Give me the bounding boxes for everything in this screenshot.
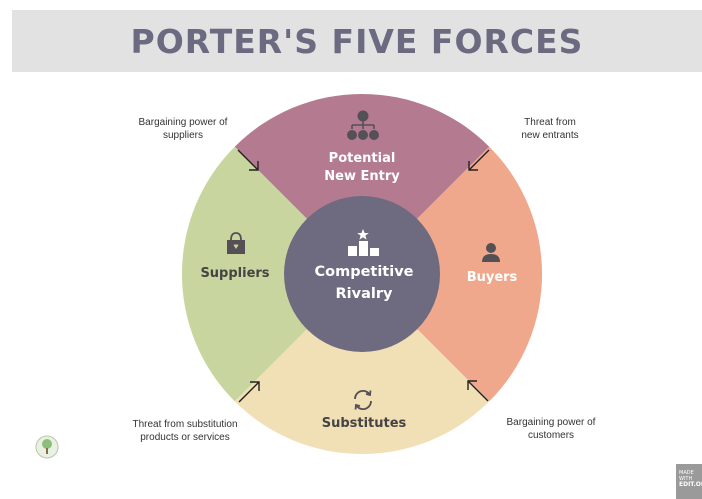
annotation-customer-power: Bargaining power of customers [486, 416, 616, 442]
badge-line2: EDIT.ORG [679, 481, 702, 488]
page-title: PORTER'S FIVE FORCES [130, 21, 584, 61]
annotation-supplier-power: Bargaining power of suppliers [118, 116, 248, 142]
rivalry-label-line2: Rivalry [336, 286, 393, 302]
sector-substitutes [234, 274, 490, 455]
user-icon [482, 243, 500, 262]
podium-star-icon [348, 229, 379, 256]
arrow-down-right-icon [237, 149, 259, 171]
refresh-icon [354, 389, 372, 411]
arrow-down-left-icon [468, 149, 490, 171]
competitive-label-line1: Competitive [314, 264, 413, 280]
annotation-line: Bargaining power of [138, 117, 228, 128]
annotation-line: Threat from [524, 117, 576, 128]
title-banner: PORTER'S FIVE FORCES [12, 10, 702, 72]
center-circle [284, 196, 440, 352]
annotation-substitution-threat: Threat from substitution products or ser… [110, 418, 260, 444]
new-entry-label-line2: New Entry [324, 169, 400, 184]
org-chart-icon [347, 110, 379, 140]
annotation-line: products or services [140, 432, 230, 443]
tree-logo-icon [35, 435, 59, 459]
shopping-bag-icon [227, 232, 245, 254]
annotation-line: Bargaining power of [506, 417, 596, 428]
annotation-line: new entrants [521, 130, 579, 141]
substitutes-label: Substitutes [322, 416, 407, 431]
sector-potential-new-entry [234, 93, 490, 275]
badge-line1: MADE WITH [679, 470, 694, 482]
made-with-badge[interactable]: MADE WITH EDIT.ORG [676, 464, 702, 499]
sector-buyers [362, 146, 543, 402]
annotation-line: suppliers [162, 130, 204, 141]
potential-label-line1: Potential [329, 151, 396, 166]
suppliers-label: Suppliers [200, 266, 269, 281]
arrow-up-left-icon [467, 380, 489, 402]
annotation-line: Threat from substitution [132, 419, 238, 430]
buyers-label: Buyers [467, 270, 518, 285]
annotation-new-entrants: Threat from new entrants [500, 116, 600, 142]
sector-suppliers [181, 146, 362, 402]
annotation-line: customers [527, 430, 575, 441]
arrow-up-right-icon [238, 381, 260, 403]
